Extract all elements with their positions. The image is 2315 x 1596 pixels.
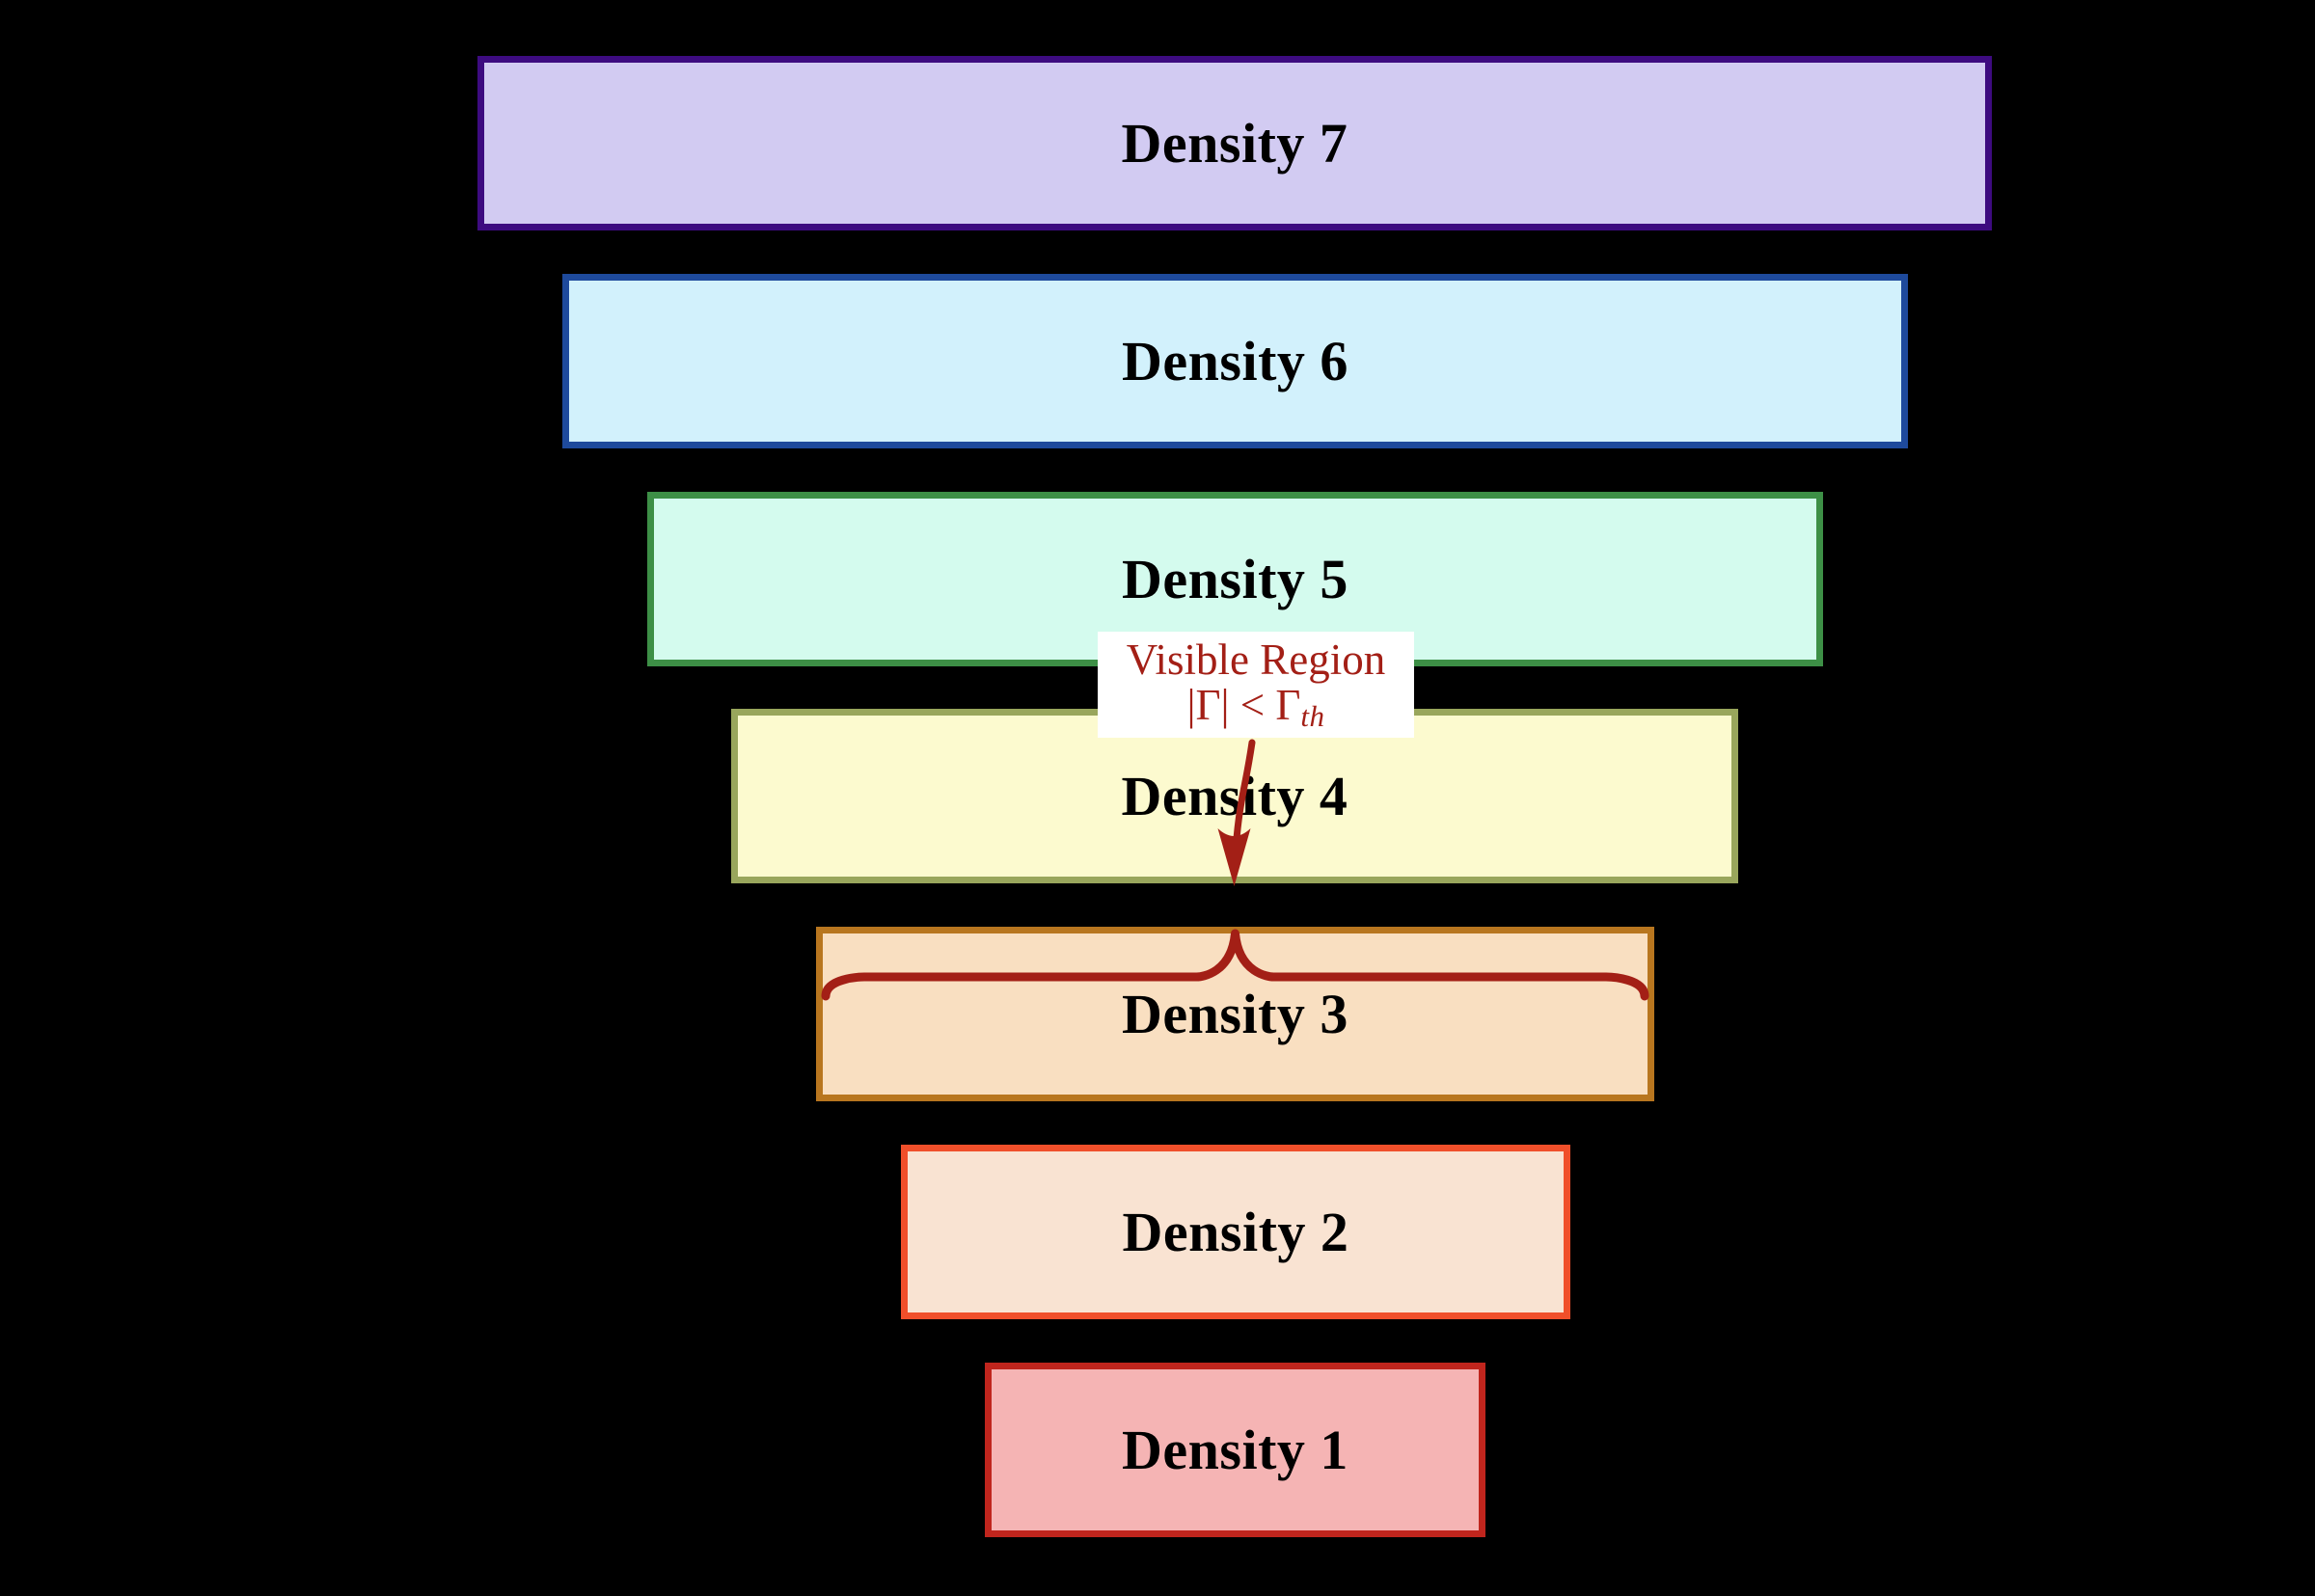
density-layer-1-label: Density 1 [1122,1418,1348,1481]
density-layer-3[interactable]: Density 3 [816,927,1654,1101]
density-layer-6[interactable]: Density 6 [562,274,1908,448]
density-layer-6-label: Density 6 [1122,329,1348,392]
callout-formula: |Γ| < Γth [1186,680,1325,733]
callout-title: Visible Region [1126,636,1386,685]
visible-region-callout: Visible Region |Γ| < Γth [1098,632,1414,738]
density-layer-3-label: Density 3 [1122,982,1348,1045]
callout-formula-main: |Γ| < Γ [1186,680,1301,729]
density-layer-7[interactable]: Density 7 [477,56,1992,230]
density-layer-1[interactable]: Density 1 [985,1363,1485,1537]
density-layer-7-label: Density 7 [1121,111,1348,175]
density-layer-2[interactable]: Density 2 [901,1145,1570,1319]
density-layer-2-label: Density 2 [1122,1200,1349,1263]
density-layer-4-label: Density 4 [1121,764,1348,827]
density-layer-5-label: Density 5 [1122,547,1348,610]
callout-formula-subscript: th [1300,698,1325,733]
